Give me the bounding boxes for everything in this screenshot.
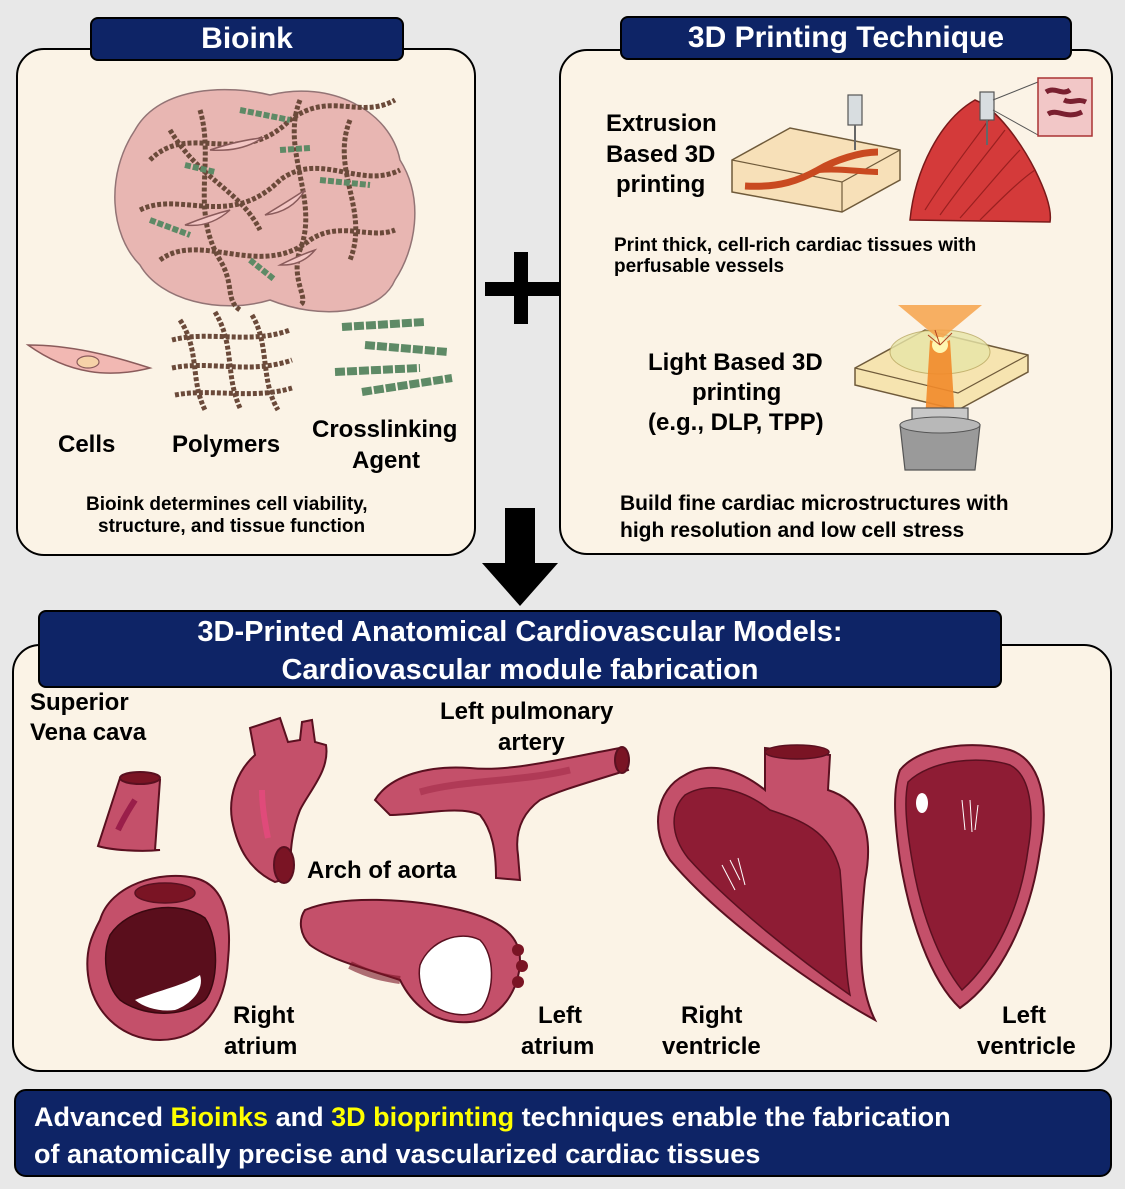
aorta-label: Arch of aorta	[307, 857, 457, 884]
left-ventricle-icon	[894, 744, 1045, 1010]
bioink-caption-line2: structure, and tissue function	[98, 516, 366, 537]
rv-label-line2: ventricle	[662, 1033, 761, 1060]
cell-icon	[25, 344, 153, 374]
ra-label-line2: atrium	[224, 1033, 298, 1060]
lv-label-line2: ventricle	[977, 1033, 1076, 1060]
vena-cava-icon	[96, 771, 162, 852]
footer-text-a: Advanced	[34, 1102, 171, 1132]
polymer-mesh-icon	[171, 310, 293, 412]
polymers-label: Polymers	[172, 431, 281, 458]
left-atrium-icon	[299, 898, 528, 1024]
extrusion-block-icon	[731, 94, 901, 213]
right-atrium-icon	[86, 874, 231, 1042]
footer-highlight-bioprinting: 3D bioprinting	[331, 1102, 515, 1132]
light-label-line2: printing	[692, 379, 782, 406]
aorta-arch-icon	[230, 716, 328, 884]
crosslinking-label-line2: Agent	[352, 447, 420, 474]
lpa-label-line2: artery	[498, 729, 565, 756]
extrusion-heart-icon	[909, 77, 1093, 223]
extrusion-caption-line1: Print thick, cell-rich cardiac tissues w…	[614, 235, 977, 256]
extrusion-label-line3: printing	[616, 171, 706, 198]
pulmonary-artery-icon	[373, 746, 630, 882]
printing-title: 3D Printing Technique	[687, 21, 1005, 54]
light-label-line1: Light Based 3D	[648, 349, 823, 376]
rv-label-line1: Right	[681, 1002, 743, 1029]
svc-label-line1: Superior	[30, 689, 129, 716]
footer-line2: of anatomically precise and vascularized…	[34, 1139, 761, 1169]
printing-panel	[559, 49, 1113, 555]
footer-banner: Advanced Bioinks and 3D bioprinting tech…	[14, 1089, 1112, 1177]
light-caption-line2: high resolution and low cell stress	[620, 519, 965, 542]
bioink-title: Bioink	[201, 22, 293, 55]
bioink-caption-line1: Bioink determines cell viability,	[86, 494, 368, 515]
models-header: 3D-Printed Anatomical Cardiovascular Mod…	[38, 610, 1002, 688]
light-label-line3: (e.g., DLP, TPP)	[648, 409, 824, 436]
models-title-line1: 3D-Printed Anatomical Cardiovascular Mod…	[197, 616, 843, 648]
svc-label-line2: Vena cava	[30, 719, 147, 746]
footer-highlight-bioinks: Bioinks	[170, 1102, 269, 1132]
bioink-blob-icon	[114, 88, 416, 313]
footer-line1: Advanced Bioinks and 3D bioprinting tech…	[34, 1099, 1110, 1136]
lv-label-line1: Left	[1002, 1002, 1046, 1029]
ra-label-line1: Right	[233, 1002, 295, 1029]
cells-label: Cells	[58, 431, 116, 458]
extrusion-label-line2: Based 3D	[606, 141, 716, 168]
bioink-header: Bioink	[90, 17, 404, 61]
la-label-line2: atrium	[521, 1033, 595, 1060]
lpa-label-line1: Left pulmonary	[440, 698, 614, 725]
footer-text-e: techniques enable the fabrication	[514, 1102, 951, 1132]
models-title-line2: Cardiovascular module fabrication	[281, 654, 759, 686]
extrusion-caption-line2: perfusable vessels	[614, 256, 785, 277]
right-ventricle-icon	[657, 744, 878, 1023]
la-label-line1: Left	[538, 1002, 582, 1029]
printing-header: 3D Printing Technique	[620, 16, 1072, 60]
light-printer-icon	[854, 305, 1029, 471]
extrusion-label-line1: Extrusion	[606, 110, 717, 137]
crosslinker-icon	[334, 318, 453, 396]
light-caption-line1: Build fine cardiac microstructures with	[620, 492, 1009, 515]
footer-text-c: and	[268, 1102, 332, 1132]
crosslinking-label-line1: Crosslinking	[312, 416, 458, 443]
